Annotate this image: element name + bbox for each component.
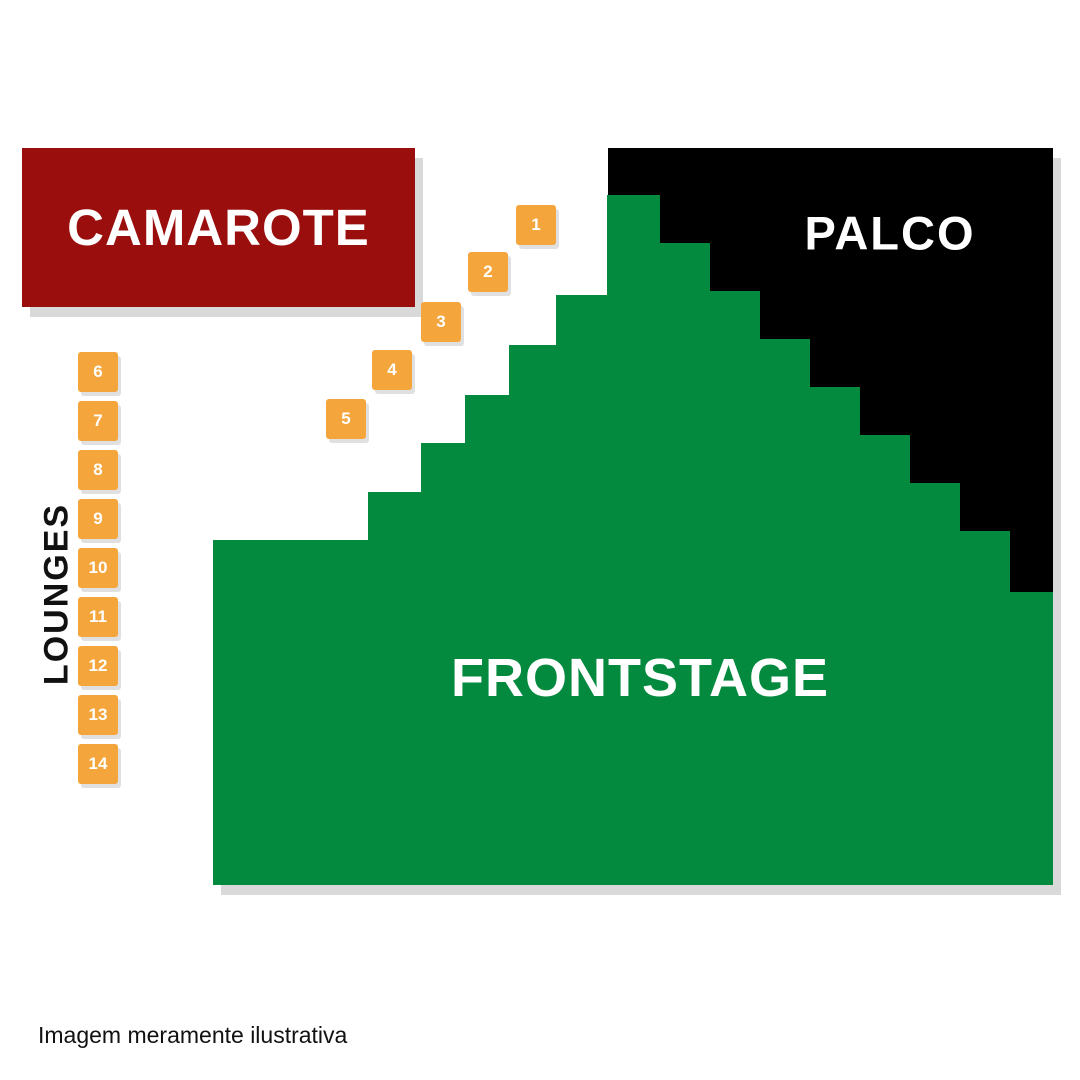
- lounge-box-6[interactable]: 6: [78, 352, 118, 392]
- lounge-box-8[interactable]: 8: [78, 450, 118, 490]
- front-row-box-3[interactable]: 3: [421, 302, 461, 342]
- lounge-box-7[interactable]: 7: [78, 401, 118, 441]
- frontstage-zone[interactable]: [213, 195, 1053, 885]
- lounge-box-14[interactable]: 14: [78, 744, 118, 784]
- camarote-zone[interactable]: CAMAROTE: [22, 148, 415, 307]
- lounges-label: LOUNGES: [37, 502, 76, 686]
- palco-zone[interactable]: [608, 148, 1053, 592]
- lounge-box-11[interactable]: 11: [78, 597, 118, 637]
- lounge-box-9[interactable]: 9: [78, 499, 118, 539]
- lounge-box-13[interactable]: 13: [78, 695, 118, 735]
- lounge-box-12[interactable]: 12: [78, 646, 118, 686]
- palco-label: PALCO: [804, 206, 976, 260]
- front-row-box-5[interactable]: 5: [326, 399, 366, 439]
- caption: Imagem meramente ilustrativa: [38, 1022, 348, 1048]
- lounge-box-10[interactable]: 10: [78, 548, 118, 588]
- front-row-box-4[interactable]: 4: [372, 350, 412, 390]
- frontstage-label: FRONTSTAGE: [451, 648, 829, 708]
- camarote-label: CAMAROTE: [67, 199, 370, 256]
- front-row-box-1[interactable]: 1: [516, 205, 556, 245]
- front-row-box-2[interactable]: 2: [468, 252, 508, 292]
